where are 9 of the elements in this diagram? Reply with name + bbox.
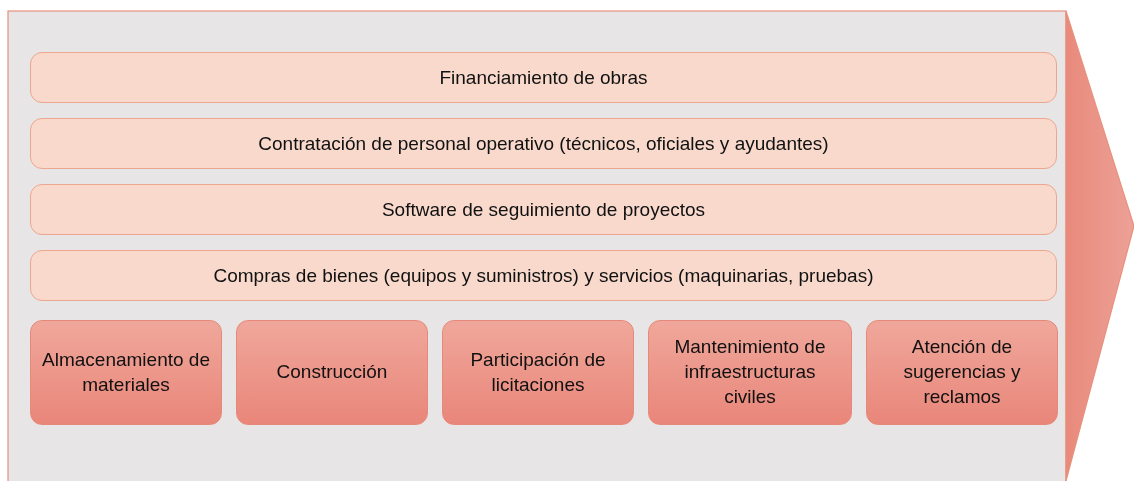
support-activity-bar: Financiamiento de obras	[30, 52, 1057, 103]
support-activity-bar: Contratación de personal operativo (técnicos, oficiales y ayudantes)	[30, 118, 1057, 169]
primary-activity-box: Participación de licitaciones	[442, 320, 634, 425]
support-activity-bar: Software de seguimiento de proyectos	[30, 184, 1057, 235]
primary-activity-box: Construcción	[236, 320, 428, 425]
support-activity-bar: Compras de bienes (equipos y suministros) y servicios (maquinarias, pruebas)	[30, 250, 1057, 301]
primary-activity-box: Mantenimiento de infraestructuras civiles	[648, 320, 852, 425]
primary-activity-box: Atención de sugerencias y reclamos	[866, 320, 1058, 425]
primary-activity-box: Almacenamiento de materiales	[30, 320, 222, 425]
